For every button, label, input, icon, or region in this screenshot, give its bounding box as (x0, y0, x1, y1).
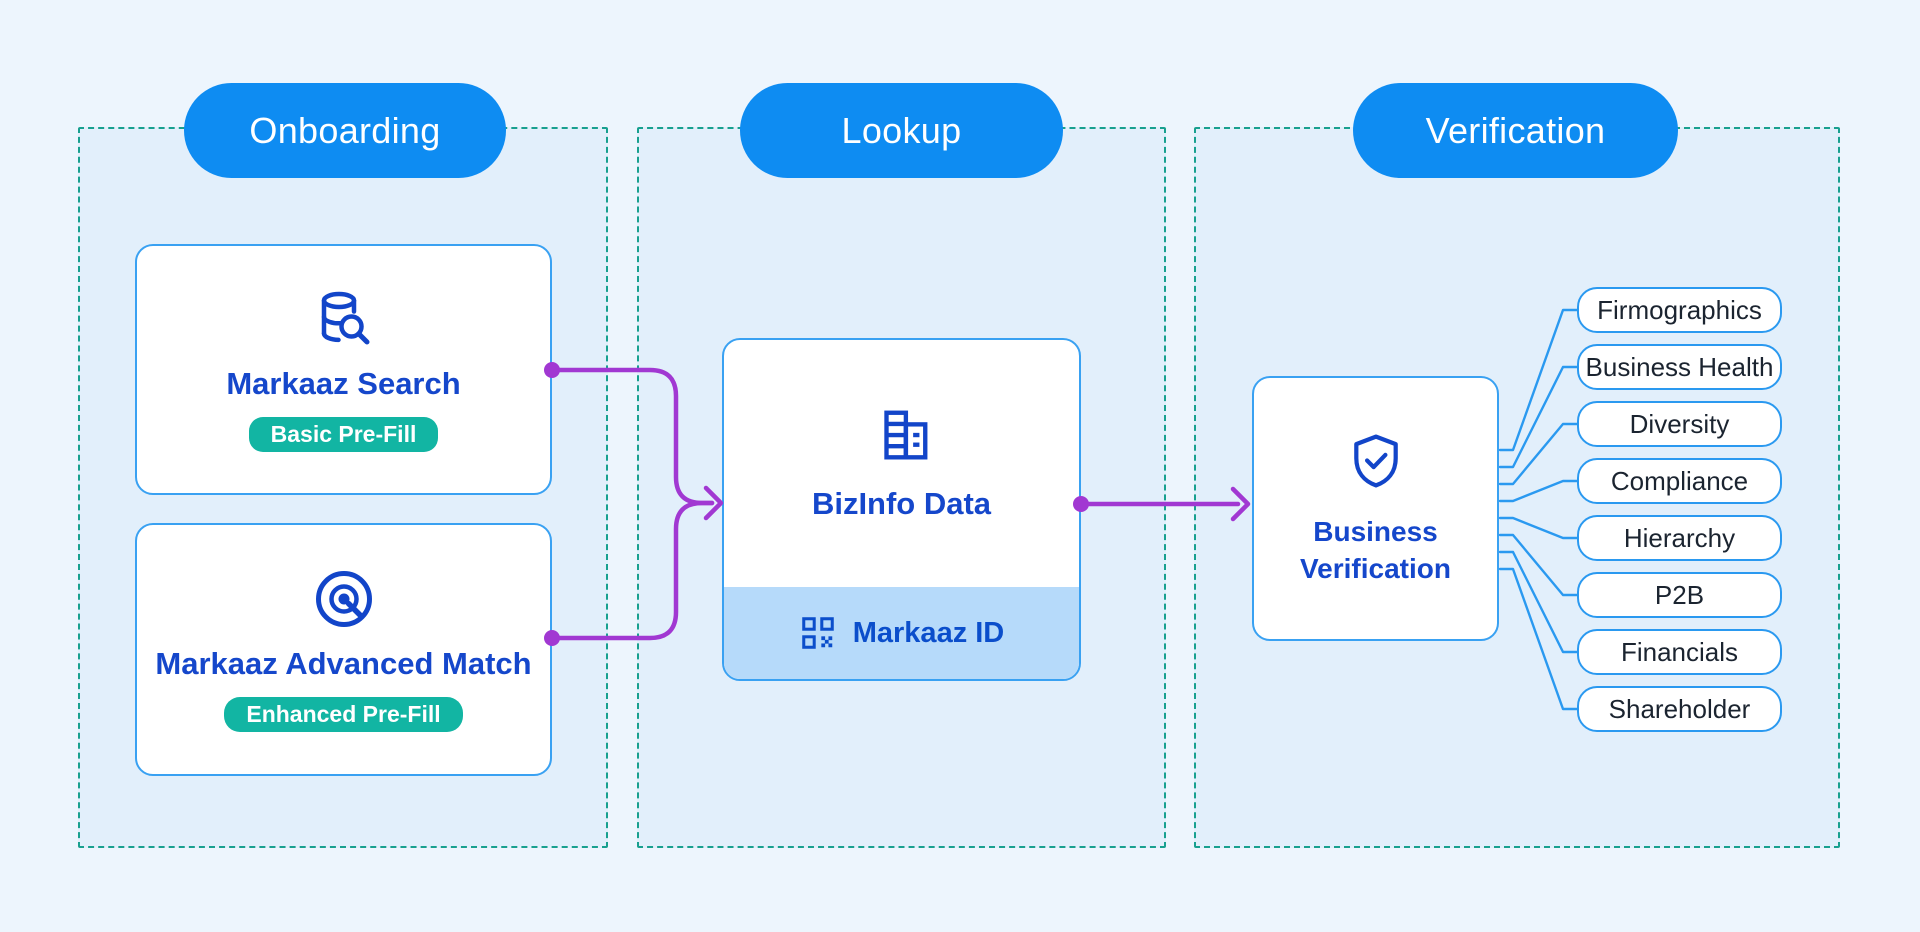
section-label-verification: Verification (1425, 109, 1606, 151)
card-bizinfo-data: BizInfo Data Markaaz ID (722, 338, 1081, 681)
card-title-markaaz-search: Markaaz Search (226, 366, 461, 401)
card-markaaz-search: Markaaz Search Basic Pre-Fill (135, 244, 552, 495)
shield-check-icon (1353, 434, 1398, 487)
business-verification-title: Business Verification (1300, 513, 1451, 587)
output-pill-compliance: Compliance (1577, 458, 1782, 504)
output-pill-firmographics: Firmographics (1577, 287, 1782, 333)
buildings-icon (883, 410, 927, 459)
output-pill-p2b: P2B (1577, 572, 1782, 618)
output-pill-financials: Financials (1577, 629, 1782, 675)
card-markaaz-advanced-match: Markaaz Advanced Match Enhanced Pre-Fill (135, 523, 552, 776)
database-search-icon (321, 291, 369, 345)
section-pill-onboarding: Onboarding (184, 83, 506, 178)
markaaz-id-label: Markaaz ID (852, 616, 1005, 649)
output-pill-diversity: Diversity (1577, 401, 1782, 447)
card-business-verification: Business Verification (1252, 376, 1499, 641)
target-match-icon (315, 571, 372, 627)
section-label-lookup: Lookup (841, 109, 962, 151)
badge-basic-pre-fill: Basic Pre-Fill (248, 417, 439, 452)
output-pill-business-health: Business Health (1577, 344, 1782, 390)
output-pill-hierarchy: Hierarchy (1577, 515, 1782, 561)
section-pill-verification: Verification (1353, 83, 1678, 178)
bizinfo-top-section: BizInfo Data (724, 340, 1079, 587)
section-pill-lookup: Lookup (740, 83, 1063, 178)
qr-code-icon (801, 617, 834, 649)
output-pill-shareholder: Shareholder (1577, 686, 1782, 732)
bv-title-line1: Business (1313, 515, 1438, 547)
card-title-markaaz-advanced-match: Markaaz Advanced Match (155, 646, 532, 681)
markaaz-id-bar: Markaaz ID (724, 587, 1079, 679)
badge-enhanced-pre-fill: Enhanced Pre-Fill (224, 697, 463, 732)
bizinfo-title: BizInfo Data (811, 485, 992, 521)
section-label-onboarding: Onboarding (249, 109, 441, 151)
bv-title-line2: Verification (1300, 552, 1451, 584)
